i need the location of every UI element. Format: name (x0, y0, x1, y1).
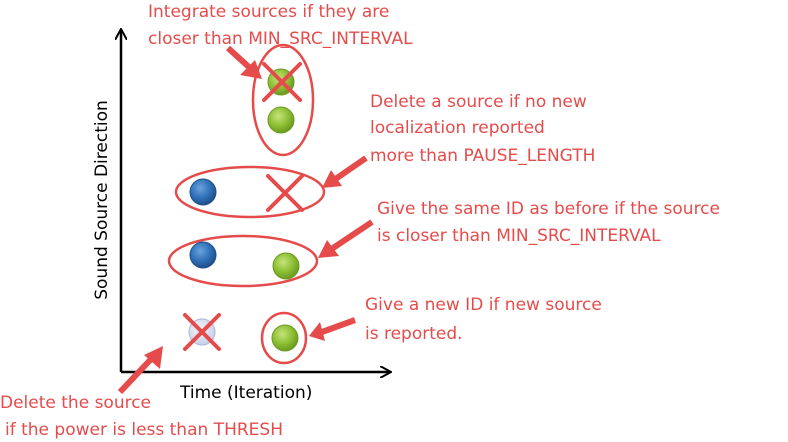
note-delete-power-line1: Delete the source (0, 393, 151, 413)
y-axis-label: Sound Source Direction (92, 100, 112, 300)
note-delete-pause-line3: more than PAUSE_LENGTH (370, 146, 595, 166)
note-same-id-line2: is closer than MIN_SRC_INTERVAL (377, 226, 661, 246)
source-green-kept (267, 106, 295, 134)
x-mark-icon (262, 62, 302, 102)
arrow-integrate (225, 45, 262, 79)
note-new-id-line1: Give a new ID if new source (365, 295, 602, 315)
integrate-group-ellipse (251, 43, 315, 157)
note-integrate-line1: Integrate sources if they are (148, 2, 389, 22)
x-mark-icon (183, 313, 221, 351)
source-green-same-id (272, 252, 300, 280)
note-new-id-line2: is reported. (365, 324, 463, 344)
source-blue-previous (189, 241, 217, 269)
source-green-new (271, 324, 299, 352)
note-delete-pause-line2: localization reported (370, 118, 545, 138)
note-integrate-line2: closer than MIN_SRC_INTERVAL (148, 29, 413, 49)
x-axis-label: Time (Iteration) (179, 383, 312, 403)
note-delete-pause-line1: Delete a source if no new (370, 92, 587, 112)
pause-group-ellipse (174, 165, 326, 219)
arrow-delete-pause (322, 155, 368, 188)
same-id-group-ellipse (167, 234, 319, 288)
note-same-id-line1: Give the same ID as before if the source (377, 199, 720, 219)
source-blue-paused (189, 178, 217, 206)
new-source-ellipse (260, 311, 308, 365)
arrow-new-id (309, 317, 357, 341)
x-mark-icon (266, 174, 304, 212)
arrow-delete-power (117, 346, 163, 395)
arrow-same-id (318, 219, 374, 258)
note-delete-power-line2: if the power is less than THRESH (5, 420, 283, 440)
